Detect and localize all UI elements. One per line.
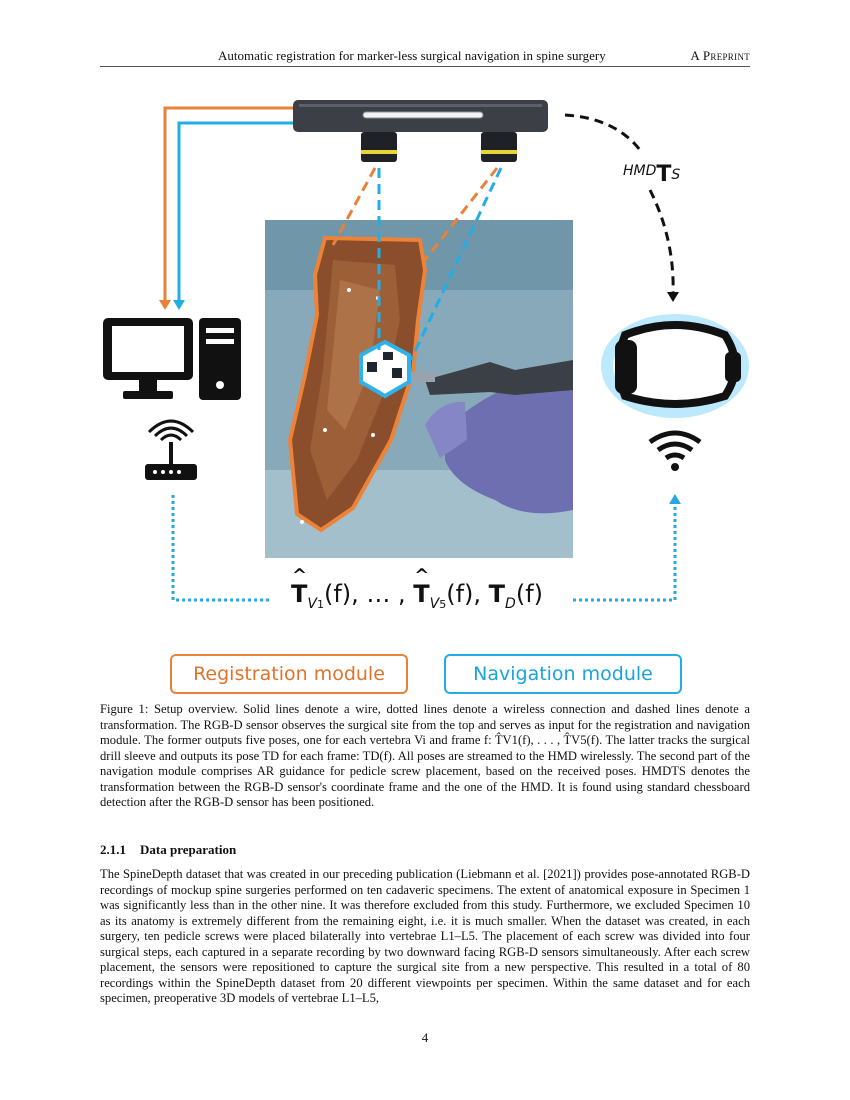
transform-label-sup: HMD [623,163,657,179]
section-number: 2.1.1 [100,842,126,857]
pose-formula: TV1(f), … , TV5(f), TD(f) [291,580,543,612]
setup-overview-figure: HMDTS TV1(f), … , TV5(f), TD(f) [95,90,755,700]
body-paragraph: The SpineDepth dataset that was created … [100,867,750,1005]
marker-cube [359,339,411,399]
formula-f2: (f), [446,580,489,608]
formula-t2: T [413,580,429,608]
section-title: Data preparation [140,842,237,857]
navigation-module-label: Navigation module [444,654,682,694]
formula-sub3: D [505,595,516,612]
formula-sub1-index: 1 [316,597,324,611]
figure-graphics [103,100,749,602]
formula-f1: (f), … , [323,580,414,608]
formula-sub2: V [429,595,440,612]
computer-icon [103,318,241,400]
formula-f3: (f) [515,580,544,608]
wifi-icon [648,430,702,471]
rgbd-sensor-icon [293,100,548,162]
section-heading: 2.1.1 Data preparation [100,842,236,858]
header-title: Automatic registration for marker-less s… [218,48,606,63]
transform-label-sub: S [671,166,681,183]
formula-t1: T [291,580,307,608]
figure-caption: Figure 1: Setup overview. Solid lines de… [100,702,750,809]
surgical-photo [265,220,573,558]
registration-module-label: Registration module [170,654,408,694]
running-header: Automatic registration for marker-less s… [100,48,750,67]
router-icon [145,419,197,480]
hmd-icon [601,314,749,418]
hmd-sensor-transform-label: HMDTS [623,156,681,187]
formula-sub1: V [307,595,317,612]
formula-sub2-index: 5 [439,597,447,611]
header-preprint-label: A Preprint [690,48,750,63]
transform-label-T: T [656,162,672,187]
formula-t3: T [488,580,506,608]
page-number: 4 [421,1030,429,1045]
